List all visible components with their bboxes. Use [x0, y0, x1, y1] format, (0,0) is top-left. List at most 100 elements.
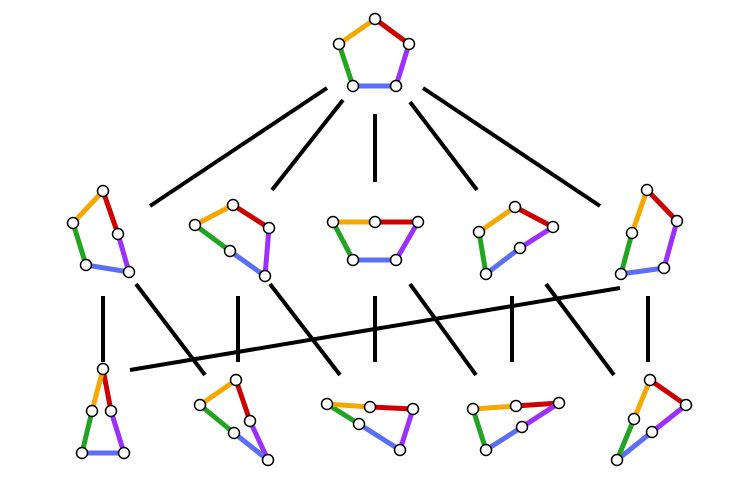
hasse-link-2 — [270, 98, 345, 192]
quad-c-edge-blue — [484, 424, 524, 453]
figure-pent-a — [66, 184, 136, 279]
pent-b-node-1 — [226, 198, 240, 212]
pentagon-node-1 — [368, 12, 382, 26]
quad-b-node-2 — [406, 402, 420, 416]
pentagon-edge-red — [373, 16, 411, 47]
tri-b-edge-red — [648, 377, 688, 408]
pent-a-edge-orange — [71, 189, 105, 225]
pent-b-node-4 — [223, 244, 237, 258]
pent-c-edge-green — [330, 220, 356, 262]
pent-b-node-3 — [258, 269, 272, 283]
figure-pent-d — [472, 200, 560, 281]
quad-c-node-3 — [515, 420, 529, 434]
quad-b-node-4 — [352, 417, 366, 431]
tri-a-node-4 — [75, 446, 89, 460]
tri-b-edge-green — [614, 418, 637, 461]
quad-c-node-5 — [466, 402, 480, 416]
pent-d-node-1 — [508, 200, 522, 214]
pentagon-edge-green — [336, 43, 356, 87]
pent-a-node-5 — [66, 216, 80, 230]
tri-b-node-4 — [610, 453, 624, 467]
figure-pentagon — [332, 12, 416, 93]
pent-d-edge-green — [476, 231, 489, 275]
tri-a-edge-purple — [108, 410, 127, 454]
hasse-links — [101, 86, 650, 377]
pent-c-node-4 — [346, 253, 360, 267]
figure-tri-b — [610, 373, 693, 467]
pent-e-edge-red — [645, 188, 679, 223]
tri-a-node-5 — [85, 404, 99, 418]
quad-b-node-3 — [393, 443, 407, 457]
quad-a-edge-green — [198, 403, 236, 435]
quad-b-edge-orange — [326, 401, 371, 410]
pent-a-edge-blue — [85, 262, 130, 275]
pent-d-node-5 — [472, 225, 486, 239]
pent-d-node-4 — [479, 267, 493, 281]
figures — [66, 12, 693, 467]
tri-b-node-1 — [643, 373, 657, 387]
figure-pent-c — [326, 215, 425, 267]
pent-e-edge-purple — [661, 220, 680, 269]
pent-b-edge-green — [193, 222, 232, 254]
quad-c-edge-purple — [520, 400, 561, 430]
quad-a-node-2 — [243, 414, 257, 428]
pentagon-edge-orange — [337, 16, 377, 47]
tri-b-node-5 — [627, 412, 641, 426]
tri-b-node-3 — [645, 425, 659, 439]
pent-d-node-2 — [546, 220, 560, 234]
tri-a-edge-green — [79, 410, 95, 454]
pent-e-node-2 — [670, 214, 684, 228]
quad-a-node-5 — [193, 398, 207, 412]
pent-b-edge-orange — [193, 202, 235, 228]
pent-b-edge-blue — [228, 248, 267, 279]
pent-b-node-2 — [262, 221, 276, 235]
pent-d-edge-red — [513, 204, 555, 230]
quad-b-edge-purple — [397, 408, 416, 451]
pent-d-node-3 — [513, 241, 527, 255]
hasse-link-9 — [268, 282, 342, 377]
hasse-link-11 — [408, 282, 478, 377]
pent-a-node-1 — [96, 184, 110, 198]
pent-a-node-4 — [79, 258, 93, 272]
figure-quad-b — [320, 397, 420, 457]
figure-quad-a — [193, 373, 275, 467]
pent-b-node-5 — [188, 218, 202, 232]
pent-d-edge-blue — [484, 246, 522, 276]
pent-d-edge-orange — [477, 204, 517, 235]
tri-b-edge-blue — [615, 430, 654, 462]
tri-b-node-2 — [679, 398, 693, 412]
quad-c-edge-orange — [472, 403, 517, 412]
pent-a-edge-green — [70, 222, 89, 266]
tri-a-node-2 — [104, 404, 118, 418]
quad-b-edge-green — [325, 401, 361, 427]
pent-c-edge-purple — [393, 220, 421, 262]
pent-a-edge-purple — [115, 233, 132, 273]
pent-a-node-3 — [122, 265, 136, 279]
hasse-link-1 — [148, 86, 329, 208]
quad-a-edge-blue — [232, 431, 270, 462]
pent-a-edge-red — [100, 190, 121, 235]
hasse-link-4 — [408, 100, 479, 192]
quad-b-edge-red — [369, 404, 414, 412]
quad-b-edge-blue — [357, 421, 402, 453]
quad-b-node-1 — [363, 400, 377, 414]
hasse-link-15 — [129, 286, 621, 372]
pent-b-edge-red — [231, 202, 271, 231]
pent-e-node-4 — [614, 267, 628, 281]
quad-a-edge-purple — [247, 419, 271, 462]
pentagon-edge-purple — [393, 43, 412, 87]
quad-c-edge-red — [515, 400, 560, 409]
pent-c-node-5 — [326, 215, 340, 229]
pent-c-node-2 — [411, 215, 425, 229]
pent-c-node-1 — [368, 215, 382, 229]
quad-a-edge-orange — [198, 377, 238, 408]
hasse-link-5 — [421, 86, 602, 208]
figure-pent-b — [188, 198, 276, 283]
figure-pent-e — [614, 183, 684, 281]
quad-c-node-2 — [552, 396, 566, 410]
quad-c-edge-green — [470, 408, 489, 451]
pent-e-edge-blue — [620, 265, 665, 277]
pentagon-node-2 — [402, 37, 416, 51]
pent-e-node-3 — [657, 261, 671, 275]
quad-b-node-5 — [320, 397, 334, 411]
